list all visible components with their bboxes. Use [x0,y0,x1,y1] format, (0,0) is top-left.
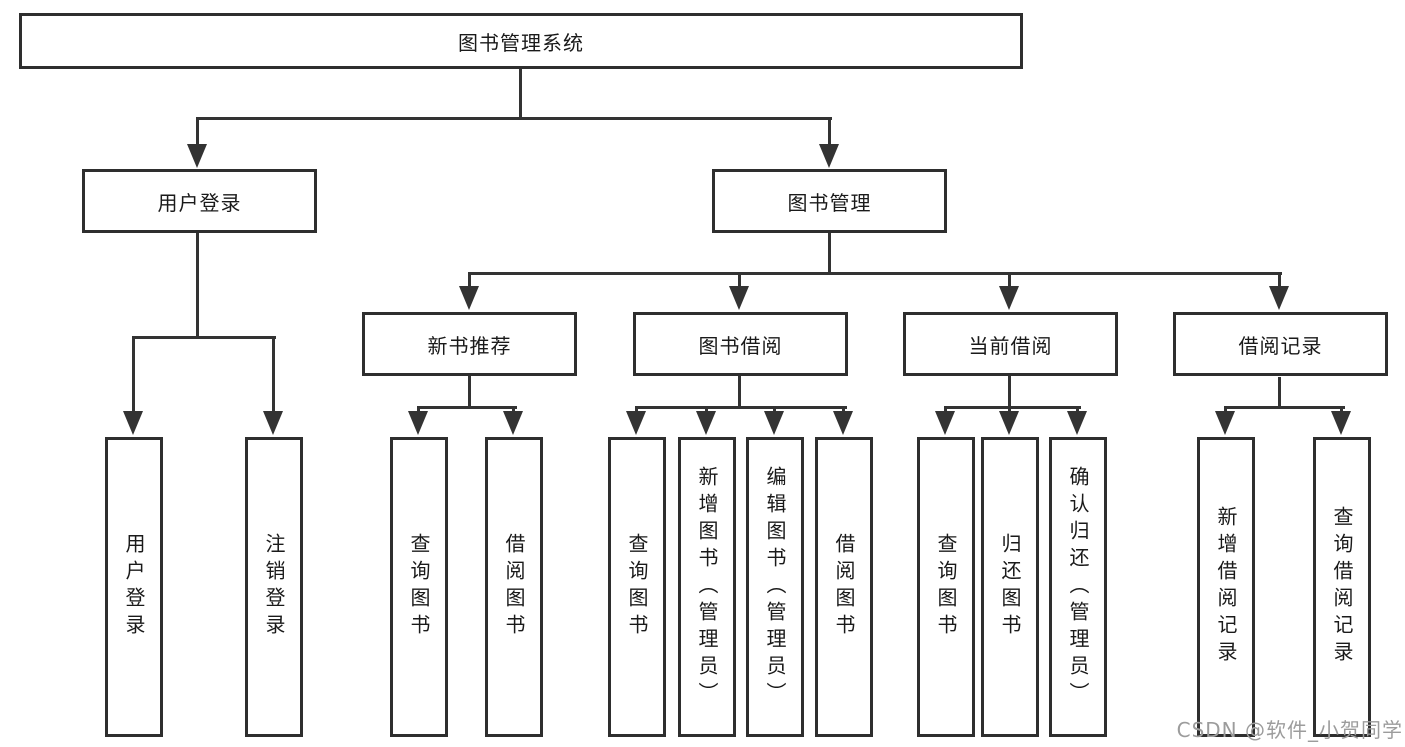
node-current-borrowing: 当前借阅 [903,312,1118,376]
leaf-user-login: 用户登录 [105,437,163,737]
arrow-down-icon [696,406,716,435]
leaf-logout-label: 注销登录 [262,533,286,641]
arrow-down-icon [764,406,784,435]
connector-line [196,233,199,339]
connector-line [196,117,832,120]
leaf-newrec-query-books: 查询图书 [390,437,448,737]
arrow-down-icon [1067,406,1087,435]
connector-line [519,69,522,120]
arrow-down-icon [819,117,839,168]
arrow-down-icon [1331,406,1351,435]
connector-line [944,406,1081,409]
leaf-borrowing-query-books: 查询图书 [608,437,666,737]
node-book-management-branch-label: 图书管理 [787,190,872,215]
node-user-login-branch: 用户登录 [82,169,317,233]
arrow-down-icon [1215,406,1235,435]
leaf-current-query-books-label: 查询图书 [934,533,958,641]
leaf-current-return-books: 归还图书 [981,437,1039,737]
leaf-current-confirm-return-admin: 确认归还（管理员） [1049,437,1107,737]
arrow-down-icon [459,272,479,310]
leaf-borrowing-add-books-admin: 新增图书（管理员） [678,437,736,737]
node-current-borrowing-label: 当前借阅 [968,333,1053,358]
node-new-book-recommendation-label: 新书推荐 [427,333,512,358]
leaf-records-query-borrow-record-label: 查询借阅记录 [1330,506,1354,668]
arrow-down-icon [833,406,853,435]
connector-line [468,272,1282,275]
node-borrowing-records-label: 借阅记录 [1238,333,1323,358]
leaf-records-add-borrow-record: 新增借阅记录 [1197,437,1255,737]
node-library-management-system: 图书管理系统 [19,13,1023,69]
connector-line [1224,406,1345,409]
node-borrowing-records: 借阅记录 [1173,312,1388,376]
leaf-logout: 注销登录 [245,437,303,737]
leaf-borrowing-borrow-books-label: 借阅图书 [832,533,856,641]
leaf-borrowing-query-books-label: 查询图书 [625,533,649,641]
arrow-down-icon [1269,272,1289,310]
node-book-borrowing-label: 图书借阅 [698,333,783,358]
node-library-management-system-label: 图书管理系统 [458,30,584,55]
arrow-down-icon [408,406,428,435]
connector-line [132,336,276,339]
leaf-current-return-books-label: 归还图书 [998,533,1022,641]
leaf-current-query-books: 查询图书 [917,437,975,737]
connector-line [1278,377,1281,409]
leaf-newrec-borrow-books-label: 借阅图书 [502,533,526,641]
leaf-newrec-borrow-books: 借阅图书 [485,437,543,737]
csdn-watermark: CSDN @软件_小贺同学 [1176,718,1403,742]
connector-line [738,376,741,409]
node-new-book-recommendation: 新书推荐 [362,312,577,376]
arrow-down-icon [729,272,749,310]
connector-line [417,406,517,409]
node-book-borrowing: 图书借阅 [633,312,848,376]
leaf-records-add-borrow-record-label: 新增借阅记录 [1214,506,1238,668]
leaf-current-confirm-return-admin-label: 确认归还（管理员） [1066,465,1090,709]
leaf-user-login-label: 用户登录 [122,533,146,641]
arrow-down-icon [263,336,283,435]
leaf-borrowing-edit-books-admin-label: 编辑图书（管理员） [763,465,787,709]
arrow-down-icon [123,336,143,435]
arrow-down-icon [503,406,523,435]
leaf-borrowing-edit-books-admin: 编辑图书（管理员） [746,437,804,737]
node-user-login-branch-label: 用户登录 [157,190,242,215]
connector-line [635,406,847,409]
leaf-records-query-borrow-record: 查询借阅记录 [1313,437,1371,737]
arrow-down-icon [935,406,955,435]
arrow-down-icon [626,406,646,435]
leaf-borrowing-borrow-books: 借阅图书 [815,437,873,737]
arrow-down-icon [999,272,1019,310]
arrow-down-icon [187,117,207,168]
leaf-borrowing-add-books-admin-label: 新增图书（管理员） [695,465,719,709]
connector-line [828,233,831,275]
leaf-newrec-query-books-label: 查询图书 [407,533,431,641]
arrow-down-icon [999,406,1019,435]
node-book-management-branch: 图书管理 [712,169,947,233]
connector-line [1008,376,1011,409]
connector-line [468,376,471,409]
